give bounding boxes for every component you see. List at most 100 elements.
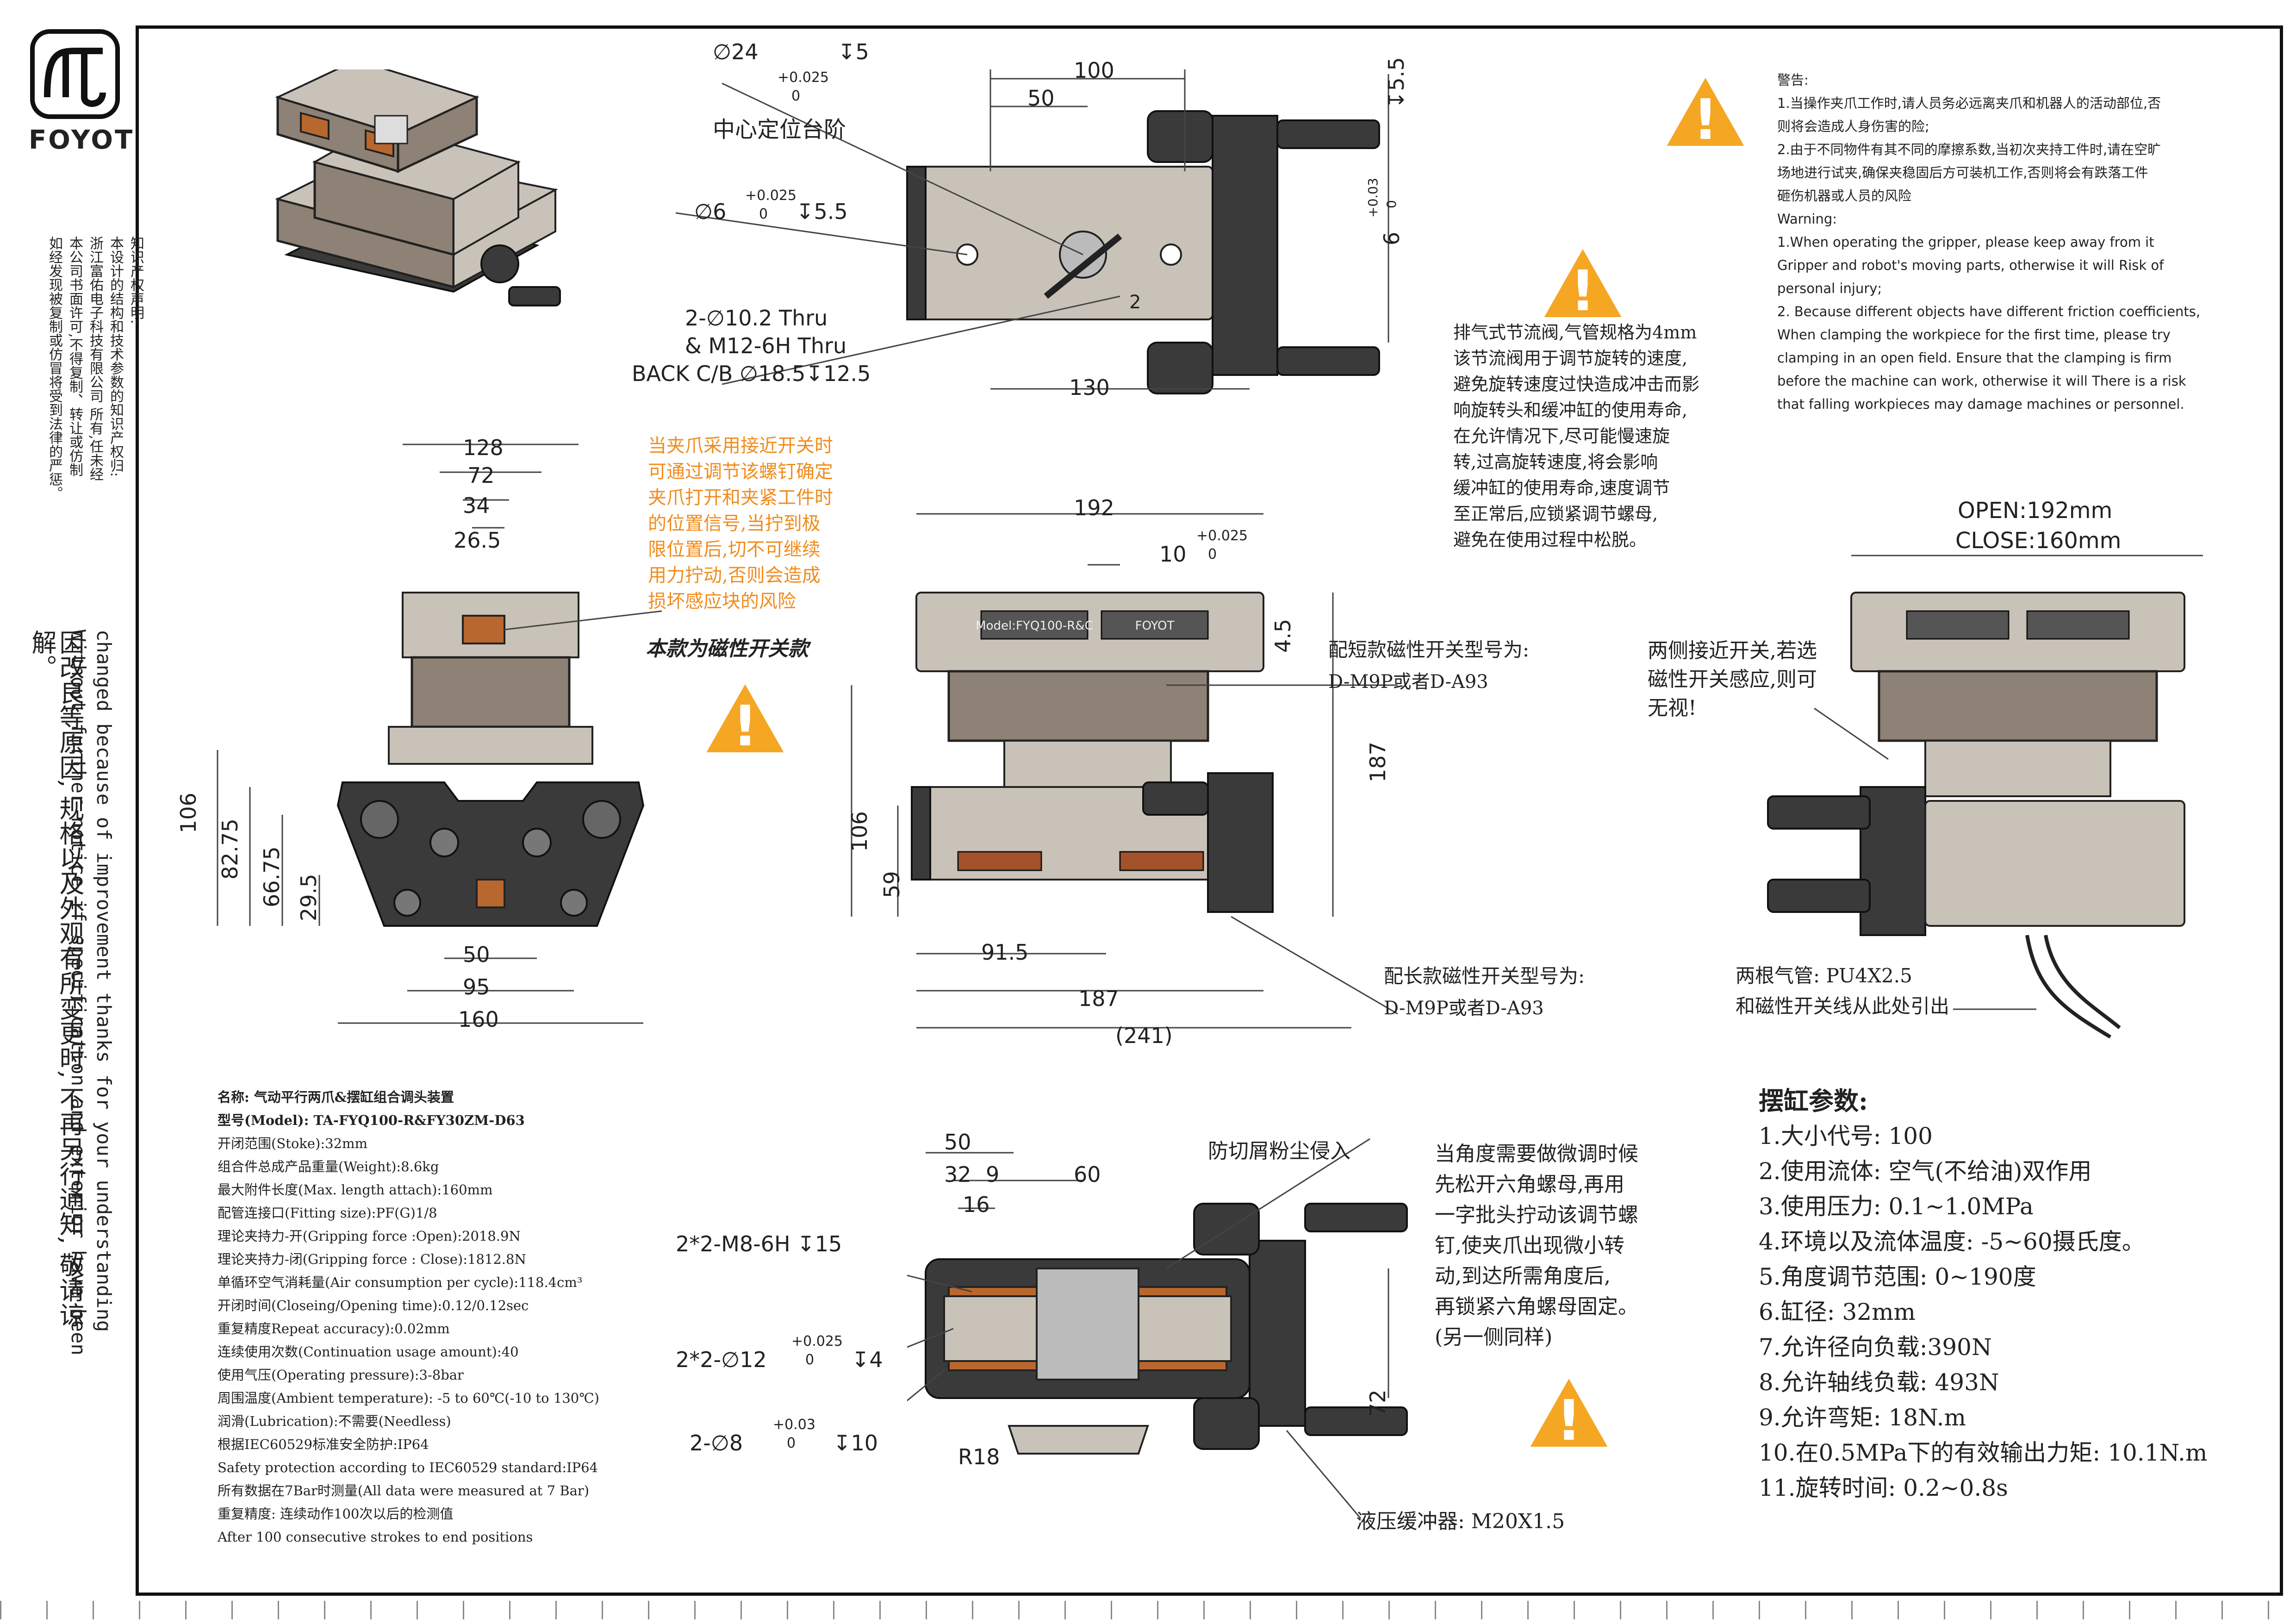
dim-bottom-9: 9 [986, 1162, 1000, 1187]
dim-right-tol0: 0 [1384, 200, 1399, 208]
nameplate-1: Model:FYQ100-R&C [976, 619, 1093, 633]
change-notice-cn: 因改良等原因, 规格以及外观有所变更时, 不再另行通知, 敬请谅解。 [27, 630, 84, 1327]
dim-right-depth: ↧5.5 [1384, 57, 1409, 109]
dim-d24: ∅24 [713, 39, 759, 64]
dim-bottom-50: 50 [944, 1130, 971, 1155]
exhaust-line: 响旋转头和缓冲缸的使用寿命, [1453, 400, 1688, 420]
dim-d24-depth: ↧5 [838, 39, 869, 64]
warning-line: 2.由于不同物件有其不同的摩擦系数,当初次夹持工件时,请在空旷 [1777, 142, 2161, 157]
angle-line: 动,到达所需角度后, [1435, 1264, 1611, 1288]
spec-line: 使用气压(Operating pressure):3-8bar [218, 1367, 464, 1383]
rotary-params: 摆缸参数: 1.大小代号: 100 2.使用流体: 空气(不给油)双作用 3.使… [1759, 1083, 2268, 1505]
spec-line: 组合件总成产品重量(Weight):8.6kg [218, 1159, 439, 1174]
ip-statement: 知识产权声明: 本设计的结构和技术参数的知识产权归: 浙江富佑电子科技有限公司 … [44, 236, 146, 532]
spec-line: 润滑(Lubrication):不需要(Needless) [218, 1413, 451, 1429]
warning-triangle-icon: ! [1523, 1370, 1615, 1453]
short-switch-model: D-M9P或者D-A93 [1328, 671, 1488, 693]
top-view-endcap [1212, 115, 1278, 376]
warning-line: Warning: [1777, 211, 1837, 227]
params-item: 5.角度调节范围: 0~190度 [1759, 1263, 2036, 1290]
params-item: 7.允许径向负载:390N [1759, 1334, 1992, 1361]
orange-line: 夹爪打开和夹紧工件时 [648, 487, 833, 508]
warning-line: 则将会造成人身伤害的险; [1777, 119, 1929, 134]
params-item: 4.环境以及流体温度: -5~60摄氏度。 [1759, 1228, 2145, 1255]
spec-line: 根据IEC60529标准安全防护:IP64 [218, 1437, 429, 1452]
warning-line: 警告: [1777, 72, 1809, 88]
dim-side-187-h: 187 [1078, 986, 1119, 1011]
spec-line: 型号(Model): TA-FYQ100-R&FY30ZM-D63 [218, 1112, 525, 1128]
angle-line: (另一侧同样) [1435, 1325, 1553, 1349]
spec-line: 配管连接口(Fitting size):PF(G)1/8 [218, 1205, 437, 1221]
orange-line: 可通过调节该螺钉确定 [648, 461, 833, 482]
side-view-drawing: Model:FYQ100-R&C FOYOT [851, 513, 1398, 1029]
spec-block: 名称: 气动平行两爪&摆缸组合调头装置 型号(Model): TA-FYQ100… [218, 1086, 717, 1549]
spec-line: 开闭范围(Stoke):32mm [218, 1136, 368, 1151]
dim-side-10-tol0: 0 [1208, 546, 1217, 562]
change-notice-en-2: changed because of improvement thanks fo… [93, 630, 115, 1332]
thru-note-2: & M12-6H Thru [685, 333, 847, 358]
params-item: 3.使用压力: 0.1~1.0MPa [1759, 1193, 2034, 1220]
params-item: 9.允许弯矩: 18N.m [1759, 1404, 1966, 1431]
spec-line: 开闭时间(Closeing/Opening time):0.12/0.12sec [218, 1298, 529, 1313]
d8-label: 2-∅8 [690, 1430, 743, 1455]
angle-adjust-note: 当角度需要做微调时候 先松开六角螺母,再用 一字批头拧动该调节螺 钉,使夹爪出现… [1435, 1139, 1638, 1353]
hose-line: 两根气管: PU4X2.5 [1736, 964, 1912, 987]
dim-front-106: 106 [176, 793, 201, 833]
exhaust-line: 转,过高旋转速度,将会影响 [1453, 452, 1658, 472]
orange-line: 限位置后,切不可继续 [648, 539, 821, 560]
bottom-ruler [0, 1601, 2296, 1619]
ip-line: 本公司书面许可,不得复制、转让或仿制 [67, 236, 83, 477]
dim-bottom-60: 60 [1074, 1162, 1101, 1187]
magnetic-switch-label: 本款为磁性开关款 [646, 637, 809, 661]
front-rotary-base [336, 781, 645, 927]
dim-d24-value: ∅24 [713, 39, 759, 64]
dim-front-50: 50 [463, 942, 490, 967]
dim-side-91-5: 91.5 [981, 940, 1029, 965]
dim-front-29-5: 29.5 [296, 874, 321, 921]
orange-line: 的位置信号,当拧到极 [648, 513, 821, 534]
short-switch-label: 配短款磁性开关型号为: [1328, 638, 1530, 661]
dim-side-187-v: 187 [1365, 742, 1390, 782]
spec-line: After 100 consecutive strokes to end pos… [218, 1529, 533, 1545]
front-view-drawing [217, 443, 662, 1024]
dim-side-106: 106 [847, 811, 872, 852]
spec-line: 最大附件长度(Max. length attach):160mm [218, 1182, 493, 1198]
proximity-line: 磁性开关感应,则可 [1648, 668, 1817, 691]
foyot-logo-icon [30, 29, 120, 119]
long-switch-label: 配长款磁性开关型号为: [1384, 965, 1585, 987]
dim-front-34: 34 [463, 493, 490, 518]
dim-right-tol: +0.03 [1365, 178, 1381, 218]
params-item: 1.大小代号: 100 [1759, 1123, 1933, 1149]
orange-line: 当夹爪采用接近开关时 [648, 435, 833, 456]
spec-line: 理论夹持力-闭(Gripping force : Close):1812.8N [218, 1251, 526, 1267]
exhaust-line: 至正常后,应锁紧调节螺母, [1453, 504, 1658, 524]
dim-side-59: 59 [879, 871, 904, 898]
brand-logo: FOYOT [29, 28, 132, 162]
exhaust-line: 在允许情况下,尽可能慢速旋 [1453, 426, 1670, 446]
svg-text:!: ! [1556, 1389, 1582, 1453]
dim-front-66-75: 66.75 [259, 846, 284, 907]
exhaust-line: 缓冲缸的使用寿命,速度调节 [1453, 478, 1670, 498]
warning-line: personal injury; [1777, 281, 1882, 296]
dust-protection-label: 防切屑粉尘侵入 [1208, 1139, 1350, 1163]
dim-side-10-tol: +0.025 [1196, 528, 1248, 544]
warning-line: 1.When operating the gripper, please kee… [1777, 234, 2154, 250]
open-size: OPEN:192mm [1958, 498, 2113, 524]
spec-line: 周围温度(Ambient temperature): -5 to 60℃(-10… [218, 1390, 599, 1406]
warning-triangle-icon: ! [1537, 241, 1629, 324]
exhaust-throttle-note: 排气式节流阀,气管规格为4mm 该节流阀用于调节旋转的速度, 避免旋转速度过快造… [1453, 319, 1699, 553]
svg-text:!: ! [1570, 259, 1596, 324]
params-item: 8.允许轴线负载: 493N [1759, 1369, 1999, 1396]
angle-line: 再锁紧六角螺母固定。 [1435, 1295, 1638, 1318]
thru-note-1: 2-∅10.2 Thru [685, 306, 828, 331]
change-notice-en-1: Without further notice if specification … [67, 630, 90, 1355]
air-hose [2025, 935, 2112, 1039]
dim-top-100: 100 [1074, 58, 1114, 83]
right-gripper-body [1850, 592, 2185, 672]
dim-front-128: 128 [463, 435, 504, 460]
bottom-logo-plate-icon [1036, 1268, 1139, 1380]
spec-line: 理论夹持力-开(Gripping force :Open):2018.9N [218, 1228, 521, 1244]
d12-depth: ↧4 [852, 1347, 883, 1372]
exhaust-line: 排气式节流阀,气管规格为4mm [1453, 322, 1697, 343]
nameplate-2: FOYOT [1135, 619, 1175, 633]
